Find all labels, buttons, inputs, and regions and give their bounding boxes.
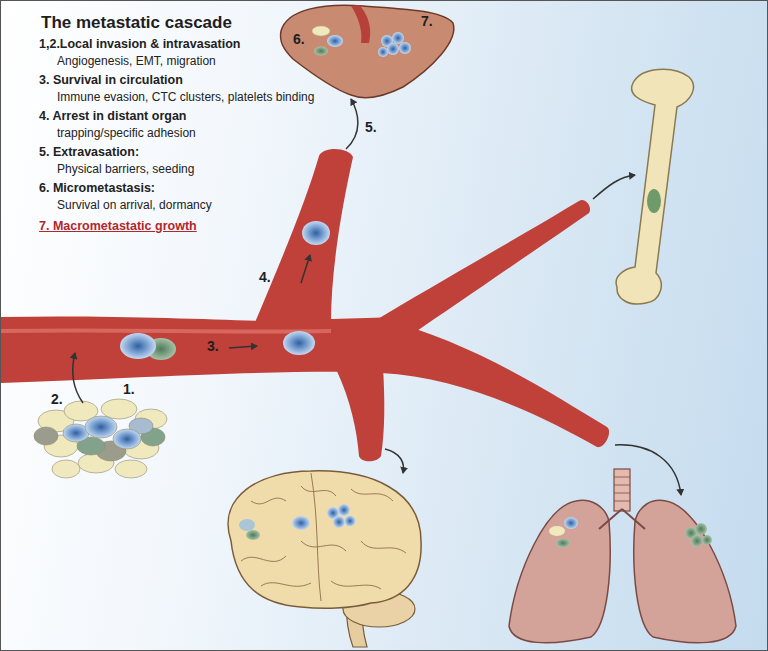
lungs-organ (691, 535, 703, 547)
tumor-cell (283, 331, 315, 355)
brain-organ (292, 516, 310, 530)
blood-vessel (371, 200, 590, 335)
brain-organ (345, 516, 356, 527)
step-arrow (73, 99, 681, 495)
callout-number: 3. (207, 338, 219, 355)
step-arrow (385, 449, 403, 473)
primary-tumor (85, 416, 117, 438)
blood-vessel (381, 319, 609, 447)
step-detail: Physical barriers, seeding (57, 162, 194, 176)
lungs-organ (614, 469, 630, 511)
step-arrow (229, 346, 257, 348)
lungs-organ (509, 469, 736, 643)
blood-vessel (253, 149, 353, 327)
brain-organ (239, 519, 255, 531)
femur-bone (616, 69, 693, 304)
step-heading: 1,2.Local invasion & intravasation (39, 37, 240, 52)
step-arrow (301, 255, 310, 283)
liver-organ (387, 43, 399, 55)
callout-number: 6. (293, 31, 305, 48)
callout-number: 1. (123, 381, 135, 398)
callout-number: 2. (51, 391, 63, 408)
callout-number: 4. (259, 269, 271, 286)
lungs-organ (564, 517, 578, 529)
lungs-organ (549, 526, 565, 536)
blood-vessel (1, 330, 331, 331)
tumor-cell (120, 333, 156, 359)
step-heading: 3. Survival in circulation (39, 73, 183, 88)
primary-tumor (115, 460, 147, 478)
callout-number: 7. (421, 13, 433, 30)
step-heading: 6. Micrometastasis: (39, 181, 155, 196)
step-heading: 4. Arrest in distant organ (39, 109, 186, 124)
lungs-organ (702, 535, 712, 545)
primary-tumor (113, 429, 141, 449)
liver-organ (351, 5, 370, 43)
lungs-organ (556, 539, 570, 548)
brain-organ (338, 504, 350, 516)
blood-vessel (336, 367, 384, 461)
diagram-title: The metastatic cascade (41, 13, 232, 33)
liver-organ (314, 47, 328, 56)
liver-organ (378, 47, 388, 57)
primary-tumor (34, 427, 58, 445)
lungs-organ (634, 500, 736, 642)
step-arrow (593, 175, 635, 199)
liver-organ (399, 42, 411, 54)
brain-organ (246, 530, 260, 540)
lungs-organ (509, 500, 610, 642)
step-detail: Immune evasion, CTC clusters, platelets … (57, 90, 314, 104)
step-detail: Survival on arrival, dormancy (57, 198, 212, 212)
step-arrow (615, 445, 681, 495)
brain-organ (228, 471, 421, 647)
lungs-organ (614, 477, 630, 501)
liver-organ (312, 26, 330, 36)
lungs-organ (599, 509, 645, 529)
brain-organ (333, 516, 345, 528)
tumor-cell (302, 221, 330, 245)
liver-organ (392, 32, 404, 44)
step-arrow (346, 99, 358, 149)
brain-organ (241, 473, 406, 601)
callout-number: 5. (365, 119, 377, 136)
primary-tumor (34, 399, 167, 478)
step-heading: 5. Extravasation: (39, 145, 139, 160)
step-heading: 7. Macrometastatic growth (39, 219, 197, 234)
primary-tumor (101, 399, 137, 419)
brain-organ (228, 471, 421, 608)
liver-organ (281, 5, 454, 98)
step-detail: trapping/specific adhesion (57, 126, 196, 140)
blood-vessel (1, 149, 609, 461)
femur-bone (647, 189, 661, 213)
primary-tumor (52, 460, 80, 478)
lungs-organ (695, 523, 707, 535)
step-detail: Angiogenesis, EMT, migration (57, 54, 216, 68)
femur-bone (616, 69, 693, 304)
tumor-cell (120, 221, 330, 360)
step-arrow (73, 353, 83, 403)
liver-organ (327, 35, 343, 47)
liver-organ (281, 5, 454, 98)
